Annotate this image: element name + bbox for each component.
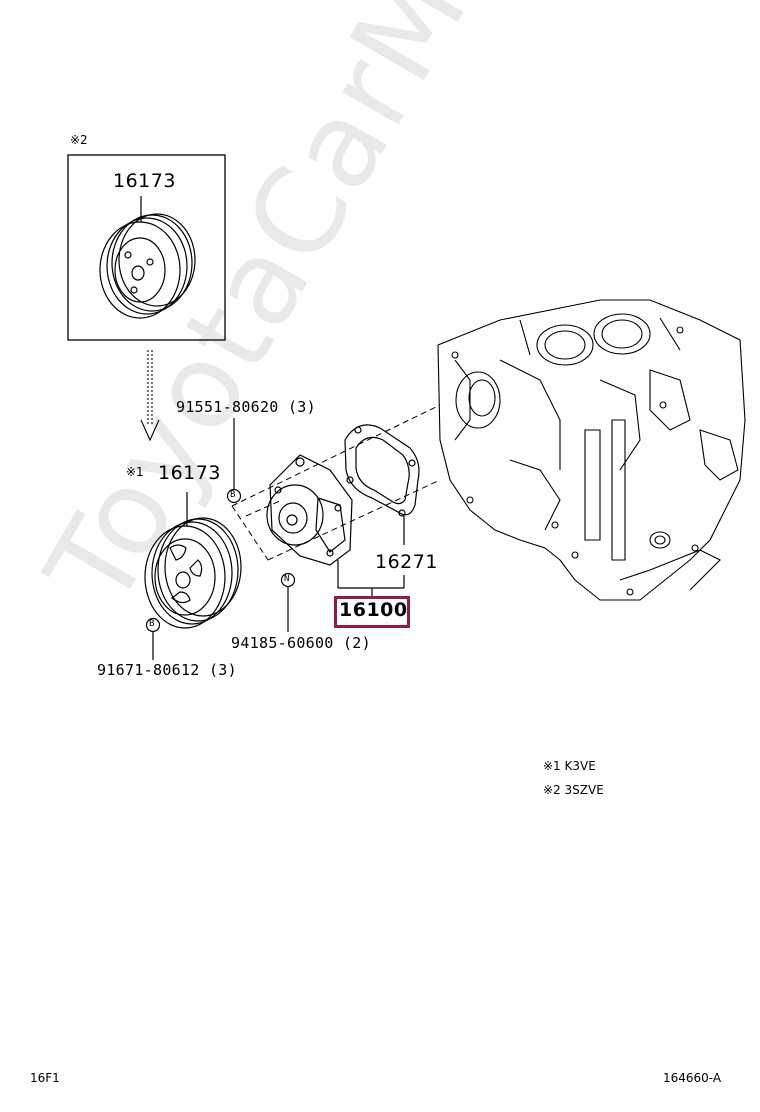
footer-right-code: 164660-A <box>663 1071 722 1085</box>
water-pump-image <box>266 454 353 566</box>
legend-item-1: ※1 K3VE <box>543 759 596 773</box>
nut-part-number: 94185-60600 (2) <box>231 634 371 652</box>
callout-b-upper-circle <box>226 488 242 504</box>
water-pump-part-number[interactable]: 16100 <box>339 599 408 621</box>
inset-pulley-image <box>99 196 196 319</box>
inset-note-mark: ※2 <box>70 133 88 147</box>
legend-mark: ※1 <box>543 759 561 773</box>
pulley-note: ※1 <box>126 465 144 479</box>
callout-n-circle <box>280 572 296 588</box>
gasket-image <box>344 424 420 545</box>
footer-left-code: 16F1 <box>30 1071 60 1085</box>
arrow-down <box>140 350 160 442</box>
legend-item-2: ※2 3SZVE <box>543 783 604 797</box>
legend-text: 3SZVE <box>564 783 604 797</box>
inset-part-number: 16173 <box>113 170 176 192</box>
gasket-part-number: 16271 <box>375 551 438 573</box>
bolt-lower-part-number: 91671-80612 (3) <box>97 661 237 679</box>
pump-highlight-box <box>334 596 410 628</box>
callout-b-lower: B <box>149 619 155 629</box>
legend-mark: ※2 <box>543 783 561 797</box>
callout-b-lower-circle <box>145 617 161 633</box>
legend-text: K3VE <box>564 759 596 773</box>
engine-block-image <box>437 299 746 601</box>
alignment-lines <box>231 404 441 561</box>
pulley-image <box>144 492 242 629</box>
callout-n: N <box>284 574 290 584</box>
inset-box <box>67 154 226 341</box>
pulley-part-number: 16173 <box>158 462 221 484</box>
bolt-upper-part-number: 91551-80620 (3) <box>176 398 316 416</box>
callout-b-upper: B <box>230 490 236 500</box>
pump-leader <box>337 560 405 597</box>
